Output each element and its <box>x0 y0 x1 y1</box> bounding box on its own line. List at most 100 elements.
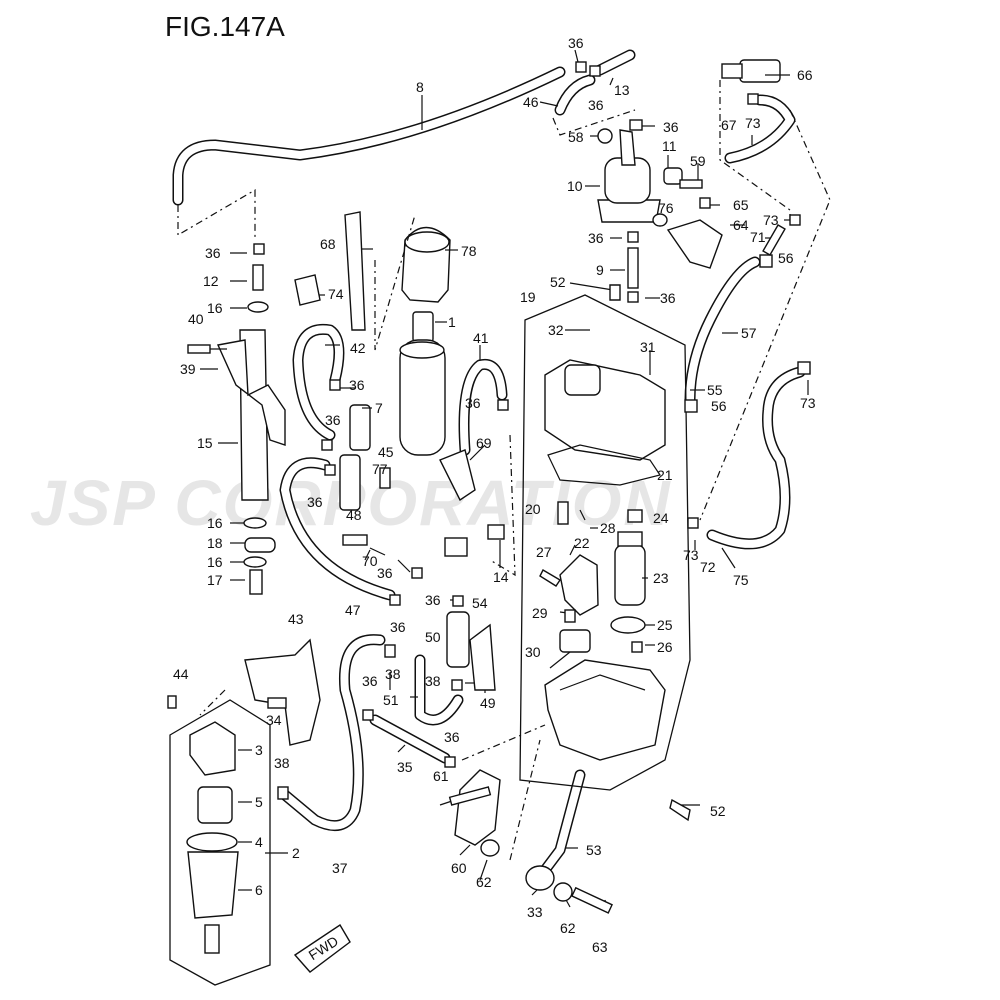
callout-31: 31 <box>640 339 656 355</box>
bracket-43 <box>244 638 321 746</box>
callout-73c: 73 <box>800 395 816 411</box>
callout-36d: 36 <box>588 230 604 246</box>
callout-21: 21 <box>657 467 673 483</box>
callout-36l: 36 <box>425 592 441 608</box>
callout-16c: 16 <box>207 554 223 570</box>
damper-25 <box>610 616 646 634</box>
callout-36h: 36 <box>325 412 341 428</box>
callout-13: 13 <box>614 82 630 98</box>
callout-36f: 36 <box>205 245 221 261</box>
callout-65: 65 <box>733 197 749 213</box>
callout-48: 48 <box>346 507 362 523</box>
bracket-64 <box>666 219 723 269</box>
hose-53 <box>539 769 586 876</box>
callout-36i: 36 <box>465 395 481 411</box>
fuel-filter-assembly-frame <box>169 699 271 986</box>
vapor-separator-lower-30 <box>544 659 666 761</box>
callout-49: 49 <box>480 695 496 711</box>
bracket-60 <box>454 769 501 846</box>
fuel-pump-23 <box>614 531 646 606</box>
fuel-filter-housing-3 <box>189 721 236 776</box>
valve-66 <box>721 59 781 83</box>
callout-8: 8 <box>416 79 424 95</box>
joint-7 <box>349 404 371 451</box>
callout-72: 72 <box>700 559 716 575</box>
ref-line-3 <box>552 109 636 136</box>
hose-57 <box>684 256 761 406</box>
callout-43: 43 <box>288 611 304 627</box>
cover-78 <box>401 226 451 303</box>
callout-77: 77 <box>372 461 388 477</box>
callout-24: 24 <box>653 510 669 526</box>
callout-7: 7 <box>375 400 383 416</box>
fuel-pump-1 <box>399 311 446 456</box>
callout-17: 17 <box>207 572 223 588</box>
vapor-separator-upper-19 <box>544 359 666 461</box>
callout-36k: 36 <box>377 565 393 581</box>
callout-55: 55 <box>707 382 723 398</box>
hose-46 <box>554 74 596 116</box>
callout-69: 69 <box>476 435 492 451</box>
callout-36m: 36 <box>390 619 406 635</box>
hose-67 <box>724 94 796 164</box>
callout-47: 47 <box>345 602 361 618</box>
figure-title: FIG.147A <box>165 11 285 42</box>
callout-36o: 36 <box>444 729 460 745</box>
callout-46: 46 <box>523 94 539 110</box>
callout-10: 10 <box>567 178 583 194</box>
callout-34: 34 <box>266 712 282 728</box>
callout-20: 20 <box>525 501 541 517</box>
callout-23: 23 <box>653 570 669 586</box>
callout-76: 76 <box>658 200 674 216</box>
callout-35: 35 <box>397 759 413 775</box>
callout-14: 14 <box>493 569 509 585</box>
filter-element-5 <box>197 786 233 824</box>
hose-9 <box>627 247 639 289</box>
hose-75 <box>706 366 806 550</box>
vapor-separator-frame <box>519 294 691 791</box>
ref-line-1 <box>177 188 256 240</box>
ref-line-5 <box>699 109 831 521</box>
callout-60: 60 <box>451 860 467 876</box>
callout-44: 44 <box>173 666 189 682</box>
callout-36e: 36 <box>660 290 676 306</box>
callout-36n: 36 <box>362 673 378 689</box>
callout-66: 66 <box>797 67 813 83</box>
callout-36j: 36 <box>307 494 323 510</box>
callout-42: 42 <box>350 340 366 356</box>
callout-78: 78 <box>461 243 477 259</box>
collar-33 <box>525 865 555 891</box>
callout-25: 25 <box>657 617 673 633</box>
callout-64: 64 <box>733 217 749 233</box>
callout-68: 68 <box>320 236 336 252</box>
filter-bowl-6 <box>187 851 239 954</box>
callout-63: 63 <box>592 939 608 955</box>
callout-15: 15 <box>197 435 213 451</box>
callout-74: 74 <box>328 286 344 302</box>
hose-41 <box>458 358 508 456</box>
callout-62a: 62 <box>476 874 492 890</box>
callout-33: 33 <box>527 904 543 920</box>
callout-53: 53 <box>586 842 602 858</box>
callout-50: 50 <box>425 629 441 645</box>
callout-67: 67 <box>721 117 737 133</box>
hose-35 <box>369 714 451 764</box>
callout-36c: 36 <box>663 119 679 135</box>
callout-38c: 38 <box>274 755 290 771</box>
callout-19: 19 <box>520 289 536 305</box>
callout-40: 40 <box>188 311 204 327</box>
callout-58: 58 <box>568 129 584 145</box>
callout-32: 32 <box>548 322 564 338</box>
o-ring-4 <box>186 832 238 852</box>
callout-6: 6 <box>255 882 263 898</box>
bracket-69-clamp <box>439 449 476 502</box>
callout-54: 54 <box>472 595 488 611</box>
callout-51: 51 <box>383 692 399 708</box>
callout-labels: 1 2 3 4 5 6 7 8 9 10 11 12 13 14 15 16 1… <box>173 35 816 955</box>
filter-10 <box>597 129 661 223</box>
ref-line-2 <box>374 214 416 351</box>
callout-73a: 73 <box>745 115 761 131</box>
hose-37 <box>279 634 386 832</box>
callout-16a: 16 <box>207 300 223 316</box>
